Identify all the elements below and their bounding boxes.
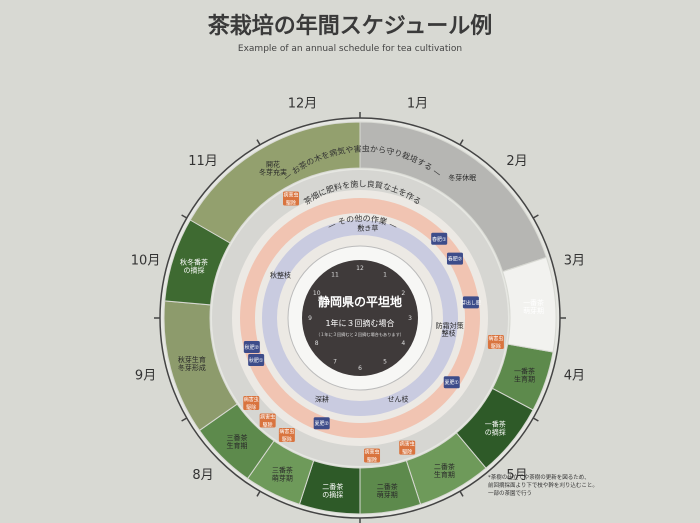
month-tick: [182, 418, 187, 421]
month-label: 11月: [188, 154, 218, 169]
month-tick: [182, 215, 187, 218]
growth-segment-label: 三番茶生育期: [226, 433, 247, 450]
other-work-label: 防霜対策: [436, 321, 464, 330]
growth-segment-label: 冬芽休眠: [448, 173, 476, 182]
month-label: 12月: [288, 97, 318, 112]
fertilizer-badge-label: 芽出し肥: [461, 299, 481, 306]
dial-number: 3: [408, 315, 412, 322]
dial-number: 6: [358, 365, 362, 372]
dial-number: 5: [383, 358, 387, 365]
fertilizer-badge-label: 秋肥②: [245, 344, 260, 351]
fertilizer-badge-label: 春肥②: [448, 256, 463, 263]
month-label: 2月: [506, 154, 527, 169]
growth-segment-label: 二番茶生育期: [434, 462, 455, 479]
month-label: 8月: [192, 468, 213, 483]
month-label: 9月: [135, 368, 156, 383]
fertilizer-badge-label: 夏肥②: [314, 421, 329, 427]
month-tick: [533, 418, 538, 421]
dial-number: 11: [331, 272, 339, 279]
growth-segment-label: 一番茶萌芽期: [523, 298, 544, 315]
dial-number: 8: [315, 340, 319, 347]
other-work-label: せん枝: [388, 395, 409, 404]
month-tick: [460, 140, 463, 145]
growth-segment-label: 一番茶生育期: [514, 367, 535, 384]
center-small: （１年に３回摘むと２回摘む場合もあります）: [316, 331, 404, 338]
growth-segment-label: 秋芽生育冬芽形成: [178, 355, 206, 372]
other-work-label: 秋整枝: [270, 271, 291, 280]
month-tick: [257, 491, 260, 496]
growth-segment-label: 二番茶の摘採: [322, 482, 343, 499]
growth-segment-label: 二番茶萌芽期: [377, 482, 398, 499]
growth-segment-label: 秋冬番茶の摘採: [180, 258, 208, 275]
month-tick: [533, 215, 538, 218]
footnote-line: 一部の茶園で行う: [488, 490, 688, 498]
footnote-line: *茶樹の仕立てや茶樹の更新を図るため、: [488, 474, 688, 482]
dial-number: 4: [401, 340, 405, 347]
growth-segment-label: 三番茶萌芽期: [272, 466, 293, 483]
dial-number: 12: [356, 265, 364, 272]
center-title: 静岡県の平坦地: [318, 294, 402, 309]
dial-number: 1: [383, 272, 387, 279]
growth-segment-label: 一番茶の摘採: [485, 420, 506, 437]
month-label: 1月: [407, 97, 428, 112]
fertilizer-badge-label: 春肥①: [432, 236, 447, 243]
footnote: *茶樹の仕立てや茶樹の更新を図るため、 前回摘採面より下で枝や幹を刈り込むこと。…: [488, 474, 688, 498]
month-tick: [460, 491, 463, 496]
dial-number: 9: [308, 315, 312, 322]
center-dial: [302, 260, 418, 376]
other-work-label: 敷き草: [357, 223, 378, 232]
month-label: 4月: [564, 368, 585, 383]
month-label: 3月: [564, 254, 585, 269]
other-work-label: 深耕: [315, 395, 329, 404]
footnote-line: 前回摘採面より下で枝や幹を刈り込むこと。: [488, 482, 688, 490]
center-subtitle: 1年に３回摘む場合: [325, 318, 394, 328]
month-label: 10月: [131, 254, 161, 269]
dial-number: 7: [333, 358, 337, 365]
other-work-label: 整枝: [442, 329, 456, 338]
fertilizer-badge-label: 秋肥①: [249, 357, 264, 364]
month-tick: [257, 140, 260, 145]
fertilizer-badge-label: 夏肥①: [445, 380, 460, 386]
